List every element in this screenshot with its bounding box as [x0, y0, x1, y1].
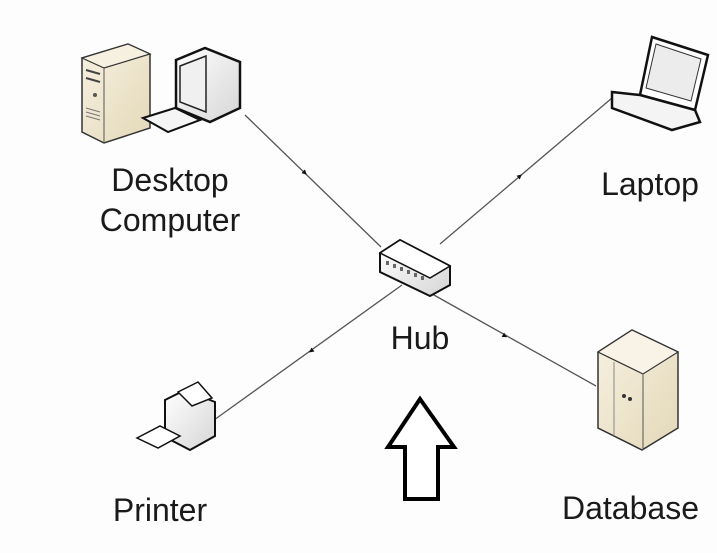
edge-hub-laptop [439, 97, 613, 245]
edge-hub-printer [213, 284, 403, 421]
edge-database-hub [424, 289, 597, 387]
desktop-label-line1: Desktop [111, 162, 229, 198]
desktop-label: Desktop Computer [80, 160, 260, 240]
desktop-label-line2: Computer [99, 202, 241, 238]
up-arrow-outline-icon [384, 395, 458, 501]
hub-label: Hub [390, 320, 450, 356]
desktop-computer-icon[interactable] [80, 43, 242, 144]
printer-label: Printer [112, 492, 208, 528]
edge-desktop-hub [244, 114, 382, 248]
hub-icon[interactable] [378, 238, 452, 298]
printer-icon[interactable] [135, 381, 216, 452]
laptop-label: Laptop [601, 166, 699, 202]
laptop-icon[interactable] [610, 35, 710, 132]
database-label: Database [562, 490, 699, 526]
database-server-icon[interactable] [596, 329, 680, 451]
